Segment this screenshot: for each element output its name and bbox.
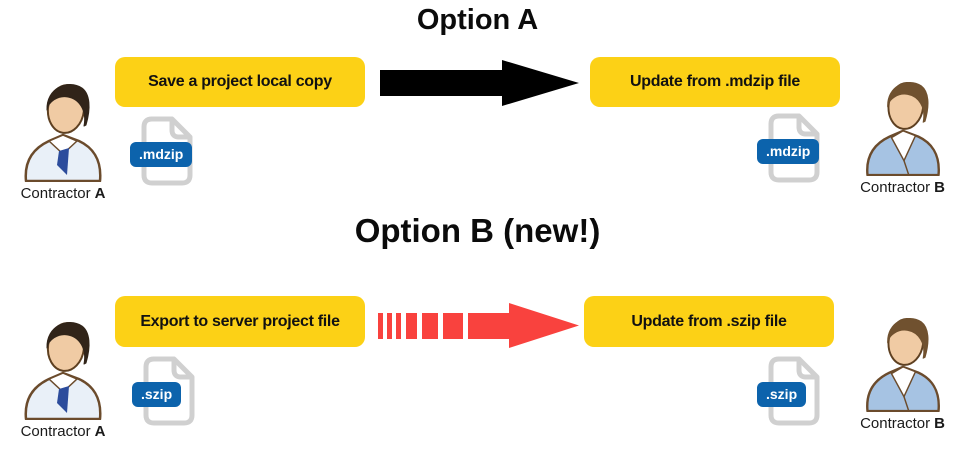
person-jacket-icon: [862, 80, 944, 176]
person-tie-icon: [22, 320, 104, 420]
contractor-label-text: Contractor: [20, 185, 91, 202]
contractor-label-text: Contractor: [860, 179, 931, 196]
szip-file-icon-left: .szip: [132, 356, 197, 426]
contractor-label-letter: B: [934, 179, 945, 196]
contractor-label-letter: A: [94, 185, 106, 202]
person-jacket-icon: [862, 316, 944, 412]
file-extension-badge: .mdzip: [130, 142, 193, 167]
contractor-label-text: Contractor: [860, 415, 931, 432]
option-b-title: Option B (new!): [354, 212, 601, 249]
action-update-from-szip: Update from .szip file: [584, 296, 834, 347]
dashed-red-arrow-icon: [378, 301, 580, 350]
contractor-label-letter: B: [934, 415, 945, 432]
file-extension-badge: .mdzip: [757, 139, 820, 164]
mdzip-file-icon-left: .mdzip: [130, 116, 195, 186]
action-save-local-copy: Save a project local copy: [115, 57, 365, 107]
contractor-label-letter: A: [94, 423, 106, 440]
solid-black-arrow-icon: [380, 59, 580, 107]
file-extension-badge: .szip: [757, 382, 807, 407]
szip-file-icon-right: .szip: [757, 356, 822, 426]
person-tie-icon: [22, 82, 104, 182]
action-update-from-mdzip: Update from .mdzip file: [590, 57, 840, 107]
mdzip-file-icon-right: .mdzip: [757, 113, 822, 183]
contractor-label-text: Contractor: [20, 423, 91, 440]
action-export-server-project: Export to server project file: [115, 296, 365, 347]
option-a-title: Option A: [416, 4, 539, 36]
file-extension-badge: .szip: [132, 382, 182, 407]
